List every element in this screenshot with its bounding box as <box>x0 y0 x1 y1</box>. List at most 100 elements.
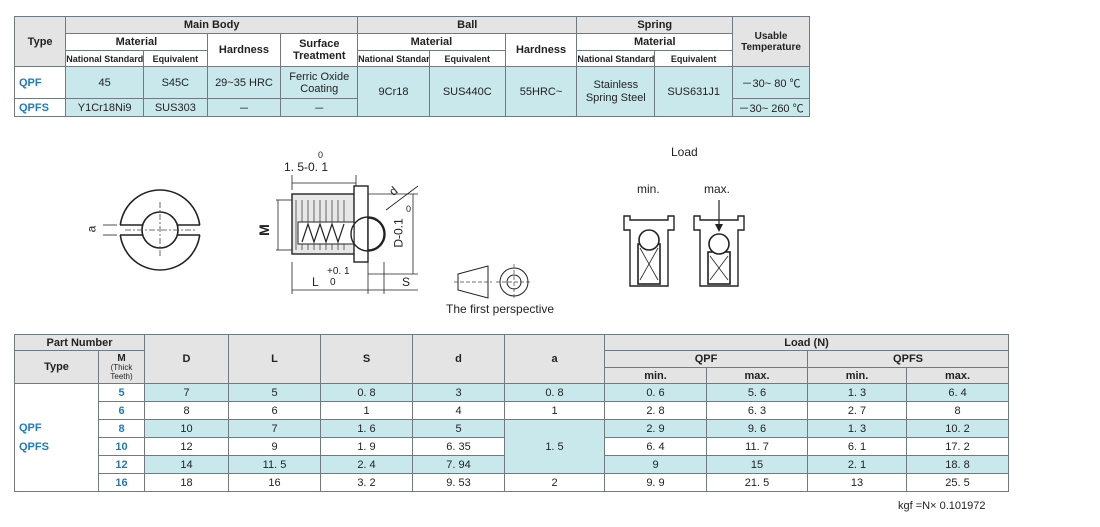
L-cell: 11. 5 <box>228 455 321 474</box>
S-cell: 3. 2 <box>320 473 413 492</box>
qpfs-max-cell: 17. 2 <box>905 437 1010 456</box>
usable-temperature-header: Usable Temperature <box>732 16 810 67</box>
main-body-header: Main Body <box>65 16 359 34</box>
dim-1-5-label: 1. 5-0. 1 <box>284 160 329 174</box>
load-min-plunger <box>623 215 675 287</box>
part-number-table: Part Number D L S d a Load (N) Type M (T… <box>14 334 1010 492</box>
mb-material-header: Material <box>65 33 208 51</box>
qpfs-min-cell: 1. 3 <box>807 419 907 438</box>
S-cell: 0. 8 <box>320 383 413 402</box>
first-angle-projection-icon <box>454 264 532 300</box>
qpf-max-cell: 6. 3 <box>706 401 808 420</box>
qpfs-max-cell: 10. 2 <box>905 419 1010 438</box>
first-perspective-label: The first perspective <box>446 302 555 316</box>
D-cell: 10 <box>144 419 229 438</box>
qpfs-max-cell: 6. 4 <box>905 383 1010 402</box>
qpf-min-cell: 9. 9 <box>604 473 707 492</box>
type-qpfs: QPFS <box>19 440 49 453</box>
dim-D-label: D-0.1 <box>391 218 406 248</box>
qpfs-min-header: min. <box>807 367 907 384</box>
type-cell: QPF QPFS <box>14 383 99 492</box>
a-cell: 2 <box>504 473 605 492</box>
load-min-label: min. <box>637 182 660 196</box>
spring-equivalent-cell: SUS631J1 <box>654 66 734 117</box>
S-header: S <box>320 334 413 384</box>
qpfs-load-header: QPFS <box>806 350 1010 368</box>
D-cell: 14 <box>144 455 229 474</box>
L-cell: 16 <box>228 473 321 492</box>
type-header: Type <box>14 350 99 384</box>
dim-M-label: M <box>255 224 272 236</box>
type-cell: QPF <box>13 66 67 99</box>
front-view-drawing <box>103 189 203 271</box>
S-cell: 1. 6 <box>320 419 413 438</box>
type-qpf: QPF <box>19 421 42 434</box>
type-header: Type <box>13 16 67 67</box>
S-cell: 1 <box>320 401 413 420</box>
spring-national-header: National Standard <box>576 50 656 67</box>
side-section-drawing <box>276 175 419 294</box>
m-cell: 12 <box>98 455 145 474</box>
L-cell: 9 <box>228 437 321 456</box>
type-cell: QPFS <box>13 98 67 117</box>
a-header: a <box>504 334 605 384</box>
part-number-header: Part Number <box>14 334 145 351</box>
ball-hardness-cell: 55HRC~ <box>504 66 578 117</box>
D-cell: 18 <box>144 473 229 492</box>
m-header-sub2: Teeth) <box>110 371 133 381</box>
surface-treatment-header: Surface Treatment <box>280 33 359 67</box>
a-cell: 1. 5 <box>504 419 605 474</box>
ball-equivalent-cell: SUS440C <box>428 66 506 117</box>
spring-national-cell: Stainless Spring Steel <box>576 66 656 117</box>
d-header: d <box>412 334 505 384</box>
load-label: Load <box>671 145 698 159</box>
dim-D0-label: 0 <box>406 204 412 214</box>
ball-equivalent-header: Equivalent <box>428 50 506 67</box>
qpfs-min-cell: 13 <box>807 473 907 492</box>
load-header: Load (N) <box>603 334 1010 351</box>
qpfs-min-cell: 1. 3 <box>807 383 907 402</box>
qpfs-max-header: max. <box>905 367 1010 384</box>
surface-cell: － <box>280 98 359 117</box>
ball-hardness-header: Hardness <box>504 33 578 67</box>
d-cell: 6. 35 <box>412 437 505 456</box>
spring-material-header: Material <box>576 33 734 51</box>
mb-hardness-cell: － <box>206 98 282 117</box>
qpfs-max-cell: 18. 8 <box>905 455 1010 474</box>
S-cell: 1. 9 <box>320 437 413 456</box>
dim-S-label: S <box>402 275 411 289</box>
ball-national-header: National Standard <box>357 50 430 67</box>
load-diagram-drawing <box>623 200 745 287</box>
d-cell: 3 <box>412 383 505 402</box>
dim-tol-top: 0 <box>318 150 324 160</box>
D-header: D <box>144 334 229 384</box>
d-cell: 7. 94 <box>412 455 505 474</box>
dim-L-label: L <box>312 275 319 289</box>
L-cell: 7 <box>228 419 321 438</box>
qpf-max-cell: 11. 7 <box>706 437 808 456</box>
mb-national-cell: Y1Cr18Ni9 <box>65 98 145 117</box>
temperature-cell: －30~ 80 ℃ <box>732 66 810 99</box>
m-header-label: M <box>117 352 126 364</box>
qpfs-max-cell: 8 <box>905 401 1010 420</box>
unit-footnote: kgf =N× 0.101972 <box>898 500 986 512</box>
mb-hardness-cell: 29~35 HRC <box>206 66 282 99</box>
m-header: M (Thick Teeth) <box>98 350 145 384</box>
m-cell: 16 <box>98 473 145 492</box>
qpf-max-cell: 15 <box>706 455 808 474</box>
qpf-max-cell: 21. 5 <box>706 473 808 492</box>
qpfs-min-cell: 6. 1 <box>807 437 907 456</box>
qpf-max-cell: 9. 6 <box>706 419 808 438</box>
dim-L-tol-top: +0. 1 <box>327 266 350 277</box>
d-cell: 4 <box>412 401 505 420</box>
qpfs-min-cell: 2. 7 <box>807 401 907 420</box>
spring-header: Spring <box>576 16 734 34</box>
ball-material-header: Material <box>357 33 506 51</box>
qpf-min-cell: 2. 8 <box>604 401 707 420</box>
a-cell: 1 <box>504 401 605 420</box>
d-cell: 9. 53 <box>412 473 505 492</box>
qpf-load-header: QPF <box>604 350 808 368</box>
qpf-max-header: max. <box>706 367 808 384</box>
L-header: L <box>228 334 321 384</box>
qpf-min-header: min. <box>604 367 707 384</box>
